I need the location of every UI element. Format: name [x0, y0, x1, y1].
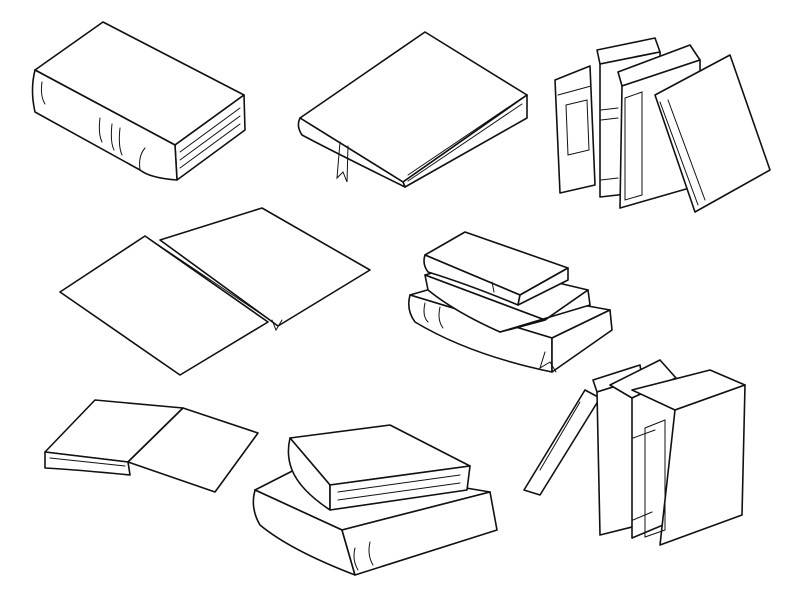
closed-book-top-left — [31, 21, 246, 181]
open-book-bottom-left — [44, 399, 259, 493]
book-pile-bottom-center — [252, 424, 498, 576]
upright-books-group-top-right — [554, 37, 771, 213]
closed-book-with-bookmark — [297, 31, 528, 188]
upright-books-group-bottom-right — [523, 359, 746, 546]
book-stack-center-right — [408, 231, 613, 373]
open-book-center-left — [59, 207, 371, 376]
